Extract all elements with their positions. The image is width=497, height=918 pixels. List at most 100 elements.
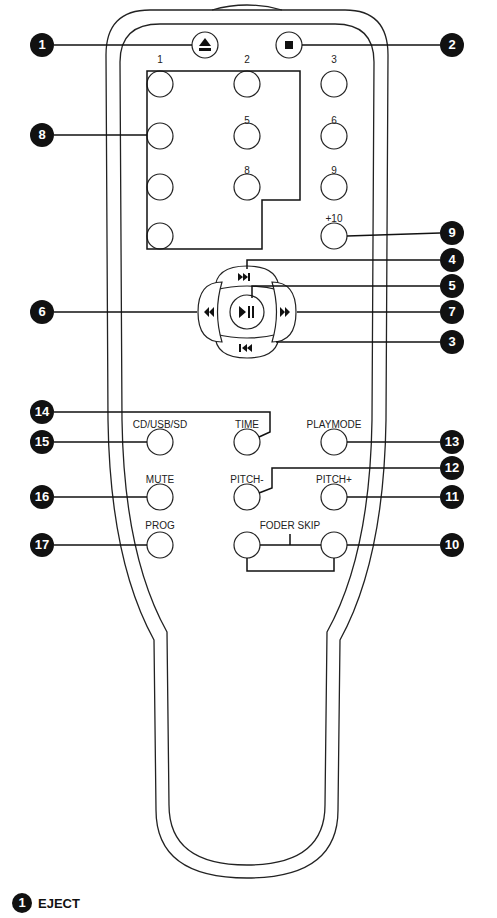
button-label: 2 [244,54,250,66]
number-button [321,123,347,149]
callout-number: 14 [30,400,54,424]
leader-line [276,341,440,343]
button-label: CD/USB/SD [133,419,187,431]
leader-line [54,44,192,46]
pitch-plus-button [321,484,347,510]
button-label: TIME [235,419,259,431]
playmode-button [321,429,347,455]
rewind-button [198,282,222,342]
callout-text: 1 [38,38,45,52]
callout-text: 4 [448,253,455,267]
leader-line [347,544,440,546]
callout-text: 15 [35,435,49,449]
button-label: PLAYMODE [307,419,362,431]
rewind-icon [204,307,214,317]
leader-line [54,496,147,498]
callout-text: 6 [38,305,45,319]
number-button [321,174,347,200]
pitch-minus-button [234,484,260,510]
leader-line [252,286,440,298]
button-label: 6 [331,115,337,127]
callout-text: 14 [35,405,49,419]
callout-text: 10 [445,538,459,552]
callout-text: 17 [35,538,49,552]
number-pad-bracket [147,71,300,249]
callout-number: 5 [440,274,464,298]
leader-line [302,44,440,46]
remote-housing [106,10,388,878]
number-button [147,123,173,149]
callout-number: 3 [440,330,464,354]
callout-text: 12 [445,461,459,475]
button-label: FODER SKIP [260,520,321,532]
callout-number: 13 [440,430,464,454]
remote-top-tab [212,5,282,10]
button-label: 5 [244,115,250,127]
previous-icon [239,344,252,352]
callout-text: 13 [445,435,459,449]
callout-number: 9 [440,221,464,245]
leader-line [259,468,440,493]
callout-text: 7 [448,305,455,319]
button-label: +10 [326,213,343,225]
leader-line [347,496,440,498]
leader-line [297,311,440,313]
legend-caption: EJECT [38,896,80,911]
number-button [147,71,173,97]
button-label: 8 [244,165,250,177]
button-label: 1 [157,54,163,66]
button-label: 9 [331,165,337,177]
callout-text: 3 [448,335,455,349]
callout-number: 15 [30,430,54,454]
callout-number: 10 [440,533,464,557]
callout-text: 9 [448,226,455,240]
previous-button [215,334,279,358]
forward-button [272,282,296,342]
button-label: PROG [145,520,174,532]
number-button [234,174,260,200]
folder-button [234,532,260,558]
callout-text: 8 [38,128,45,142]
leader-line [54,441,147,443]
play-pause-icon [239,306,254,318]
leader-line [247,260,440,269]
number-button [234,71,260,97]
folder-button [321,532,347,558]
plus-ten-button [321,223,347,249]
callout-text: 2 [448,38,455,52]
callout-number: 2 [440,33,464,57]
callout-number: 12 [440,456,464,480]
callout-text: 16 [35,490,49,504]
folder-bracket [247,558,334,571]
callout-number: 11 [440,485,464,509]
leader-line [54,544,147,546]
number-button [321,71,347,97]
button-label: PITCH+ [316,474,352,486]
stop-icon [285,41,293,49]
number-button [234,123,260,149]
callout-number: 7 [440,300,464,324]
leader-line [54,311,197,313]
button-label: PITCH- [230,474,263,486]
callout-number: 1 [12,893,32,913]
eject-icon [199,38,211,51]
callout-number: 17 [30,533,54,557]
button-label: MUTE [146,474,174,486]
prog-button [147,532,173,558]
leader-line [347,233,440,236]
source-button [147,429,173,455]
callout-text: 1 [18,896,25,910]
callout-number: 6 [30,300,54,324]
next-icon [238,273,250,281]
mute-button [147,484,173,510]
stop-button [276,32,302,58]
forward-icon [280,307,290,317]
button-label: 3 [331,54,337,66]
leader-line [347,441,440,443]
folder-tie-line [260,534,321,545]
eject-button [192,32,218,58]
time-button [234,429,260,455]
callout-text: 5 [448,279,455,293]
